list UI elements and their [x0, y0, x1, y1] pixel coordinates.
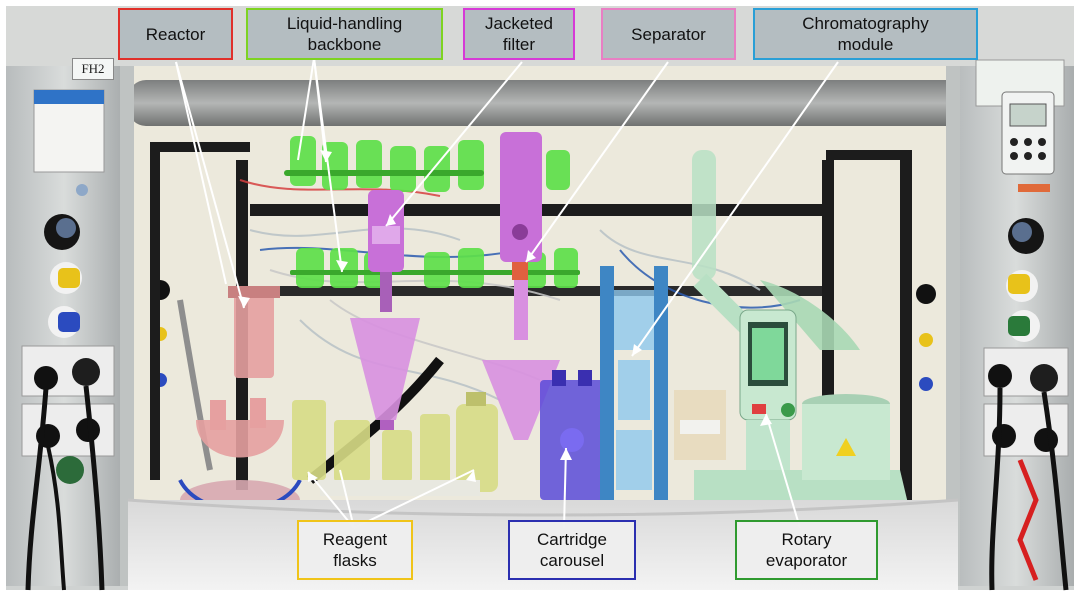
callout-jacketed-filter: Jacketed filter [463, 8, 575, 60]
leader-lines [175, 57, 839, 529]
gas-valve-blue [58, 312, 80, 332]
callout-reagent-flasks: Reagent flasks [297, 520, 413, 580]
chromatography-module [600, 266, 668, 504]
callout-reactor: Reactor [118, 8, 233, 60]
fume-hood-label: FH2 [72, 58, 114, 80]
callout-rotary-evaporator: Rotary evaporator [735, 520, 878, 580]
gas-valve-yellow [58, 268, 80, 288]
callout-separator: Separator [601, 8, 736, 60]
sash-roller [128, 80, 964, 126]
cartridge-carousel [540, 370, 604, 500]
power-socket-panel [21, 345, 115, 397]
reagent-flask-group [292, 392, 498, 492]
jacketed-filter-assembly [350, 190, 420, 430]
separator-assembly [482, 132, 560, 440]
callout-chromatography-module: Chromatography module [753, 8, 978, 60]
callout-cartridge-carousel: Cartridge carousel [508, 520, 636, 580]
callout-liquid-handling-backbone: Liquid-handling backbone [246, 8, 443, 60]
